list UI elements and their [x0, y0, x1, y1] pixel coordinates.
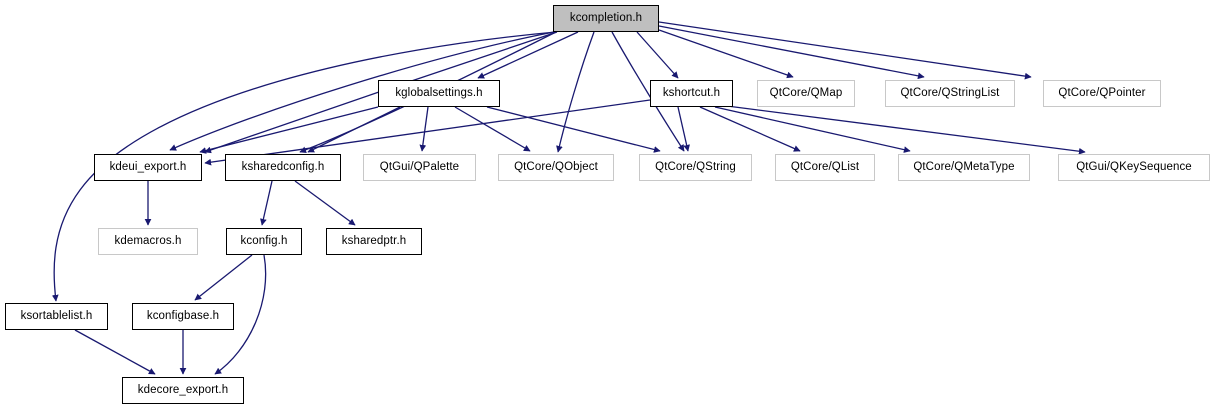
graph-node-ksharedptr[interactable]: ksharedptr.h — [326, 228, 422, 255]
graph-edge-ksortablelist-to-kdecore_export — [74, 329, 156, 375]
graph-node-label: ksharedconfig.h — [241, 160, 325, 173]
graph-edge-kcompletion-to-qobject — [556, 31, 595, 153]
graph-edge-kcompletion-to-kshortcut — [636, 31, 679, 79]
graph-node-label: kdemacros.h — [114, 234, 182, 247]
graph-node-label: ksortablelist.h — [20, 309, 93, 322]
graph-edge-kconfig-to-kconfigbase — [194, 254, 253, 301]
graph-node-qstring[interactable]: QtCore/QString — [639, 154, 752, 181]
graph-node-label: kglobalsettings.h — [395, 86, 483, 99]
graph-edge-kglobalsettings-to-qstring — [486, 106, 661, 153]
graph-node-label: QtCore/QList — [790, 160, 860, 173]
graph-node-label: QtGui/QPalette — [379, 160, 460, 173]
graph-node-label: QtCore/QString — [655, 160, 736, 173]
graph-edge-kcompletion-to-kglobalsettings — [477, 31, 579, 79]
graph-node-kdemacros[interactable]: kdemacros.h — [98, 228, 198, 255]
graph-edge-kglobalsettings-to-qobject — [454, 106, 531, 152]
graph-edge-kglobalsettings-to-qpalette — [419, 106, 429, 152]
graph-node-qkeysequence[interactable]: QtGui/QKeySequence — [1058, 154, 1210, 181]
graph-node-label: kdeui_export.h — [109, 160, 187, 173]
graph-node-label: kconfig.h — [240, 234, 288, 247]
graph-node-qmetatype[interactable]: QtCore/QMetaType — [898, 154, 1030, 181]
graph-node-label: QtCore/QStringList — [900, 86, 1000, 99]
graph-edge-kshortcut-to-qmetatype — [714, 106, 911, 153]
graph-edge-kshortcut-to-kdeui_export — [204, 99, 651, 166]
graph-node-label: QtCore/QPointer — [1058, 86, 1146, 99]
graph-node-qlist[interactable]: QtCore/QList — [775, 154, 875, 181]
graph-edge-kconfig-to-kdecore_export — [214, 254, 267, 375]
graph-edge-kcompletion-to-qmap — [658, 29, 794, 79]
graph-edge-kcompletion-to-kdeui_export — [204, 31, 558, 154]
graph-node-label: kconfigbase.h — [146, 309, 220, 322]
graph-node-label: kshortcut.h — [662, 86, 721, 99]
graph-node-label: kdecore_export.h — [137, 383, 229, 396]
graph-node-kdecore_export[interactable]: kdecore_export.h — [122, 377, 244, 404]
graph-node-qmap[interactable]: QtCore/QMap — [757, 80, 855, 107]
graph-node-kcompletion[interactable]: kcompletion.h — [553, 5, 659, 32]
graph-node-label: QtCore/QObject — [514, 160, 598, 173]
graph-edge-kcompletion-to-ksortablelist — [51, 31, 557, 302]
graph-node-kconfigbase[interactable]: kconfigbase.h — [132, 303, 234, 330]
graph-node-label: QtCore/QMetaType — [913, 160, 1015, 173]
graph-edge-kshortcut-to-qkeysequence — [726, 105, 1086, 155]
graph-node-qpointer[interactable]: QtCore/QPointer — [1043, 80, 1161, 107]
graph-edge-ksharedconfig-to-ksharedptr — [294, 180, 356, 226]
graph-node-label: QtGui/QKeySequence — [1076, 160, 1192, 173]
graph-edge-kshortcut-to-qstring — [677, 106, 690, 152]
graph-node-qpalette[interactable]: QtGui/QPalette — [363, 154, 476, 181]
graph-node-label: kcompletion.h — [569, 11, 643, 24]
graph-node-ksortablelist[interactable]: ksortablelist.h — [5, 303, 108, 330]
graph-edge-kglobalsettings-to-ksharedconfig — [307, 106, 401, 153]
graph-node-qstringlist[interactable]: QtCore/QStringList — [885, 80, 1015, 107]
graph-node-kdeui_export[interactable]: kdeui_export.h — [94, 154, 202, 181]
graph-edge-kcompletion-to-qpointer — [658, 21, 1032, 80]
graph-edge-kcompletion-to-qstring — [611, 31, 685, 152]
graph-node-label: ksharedptr.h — [341, 234, 407, 247]
graph-edge-kcompletion-to-kdeui_export — [169, 31, 555, 151]
graph-edge-kcompletion-to-qstringlist — [658, 25, 925, 80]
graph-node-kconfig[interactable]: kconfig.h — [226, 228, 302, 255]
graph-edge-kglobalsettings-to-kdeui_export — [199, 106, 379, 154]
graph-node-kglobalsettings[interactable]: kglobalsettings.h — [378, 80, 500, 107]
graph-node-ksharedconfig[interactable]: ksharedconfig.h — [225, 154, 341, 181]
graph-node-qobject[interactable]: QtCore/QObject — [498, 154, 614, 181]
edge-group — [51, 21, 1086, 375]
graph-node-label: QtCore/QMap — [769, 86, 843, 99]
graph-edge-ksharedconfig-to-kconfig — [260, 180, 273, 226]
graph-node-kshortcut[interactable]: kshortcut.h — [650, 80, 733, 107]
graph-edge-kshortcut-to-qlist — [699, 106, 801, 152]
